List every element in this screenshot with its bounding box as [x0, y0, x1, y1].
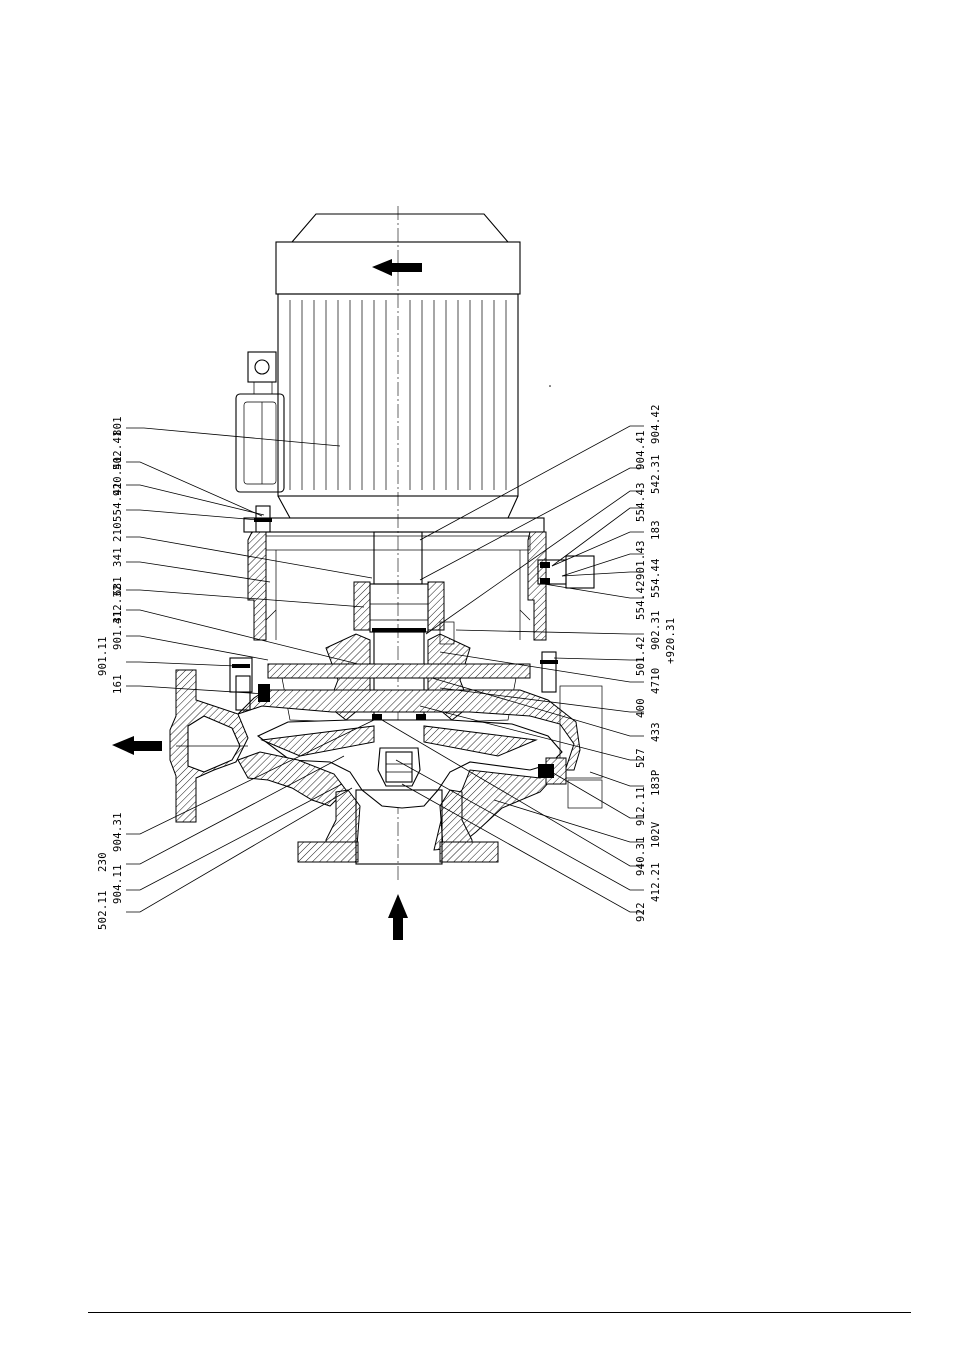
- label-904-31: 904.31: [112, 812, 124, 852]
- label-554-44: 554.44: [650, 558, 662, 598]
- label-230: 230: [97, 852, 109, 872]
- label-904-11: 904.11: [112, 864, 124, 904]
- label-400: 400: [635, 698, 647, 718]
- motor-flange: [244, 518, 544, 532]
- label-904-41: 904.41: [635, 430, 647, 470]
- label-502-11: 502.11: [97, 890, 109, 930]
- motor-rotation-arrow: [372, 259, 422, 276]
- label-183p: 183P: [650, 770, 662, 797]
- label-4710: 4710: [650, 668, 662, 695]
- label-102v: 102V: [650, 821, 662, 848]
- suction-arrow: [388, 894, 408, 940]
- label-527: 527: [635, 748, 647, 768]
- label-183: 183: [650, 520, 662, 540]
- terminal-box: [236, 352, 284, 492]
- label-501-42: 501.42: [635, 636, 647, 676]
- discharge-arrow: [112, 736, 162, 755]
- label-904-42: 904.42: [650, 404, 662, 444]
- label-901-43: 901.43: [635, 540, 647, 580]
- label-902-31: 902.31: [650, 610, 662, 650]
- label-901-11: 901.11: [97, 636, 109, 676]
- label-554-43: 554.43: [635, 482, 647, 522]
- label-901-31: 901.31: [112, 610, 124, 650]
- label-341: 341: [112, 547, 124, 567]
- part-labels-right: 904.42 904.41 542.31 554.43 183 901.43 5…: [635, 404, 677, 922]
- label-542-31: 542.31: [650, 454, 662, 494]
- footer-rule: [88, 1312, 911, 1313]
- label-554-42: 554.42: [635, 580, 647, 620]
- fan-cover: [292, 214, 508, 242]
- label-412-21: 412.21: [650, 862, 662, 902]
- label-912-11: 912.11: [635, 786, 647, 826]
- label-940-31: 940.31: [635, 836, 647, 876]
- part-labels-left: 801 502.41 920.41 554.41 210 341 681 412…: [97, 416, 124, 930]
- label-433: 433: [650, 722, 662, 742]
- pump-casing: [170, 670, 602, 864]
- label-210: 210: [112, 522, 124, 542]
- label-161: 161: [112, 674, 124, 694]
- reference-dot: [549, 385, 551, 387]
- label-922: 922: [635, 902, 647, 922]
- label-920-31: +920.31: [665, 618, 677, 664]
- label-554-41: 554.41: [112, 482, 124, 522]
